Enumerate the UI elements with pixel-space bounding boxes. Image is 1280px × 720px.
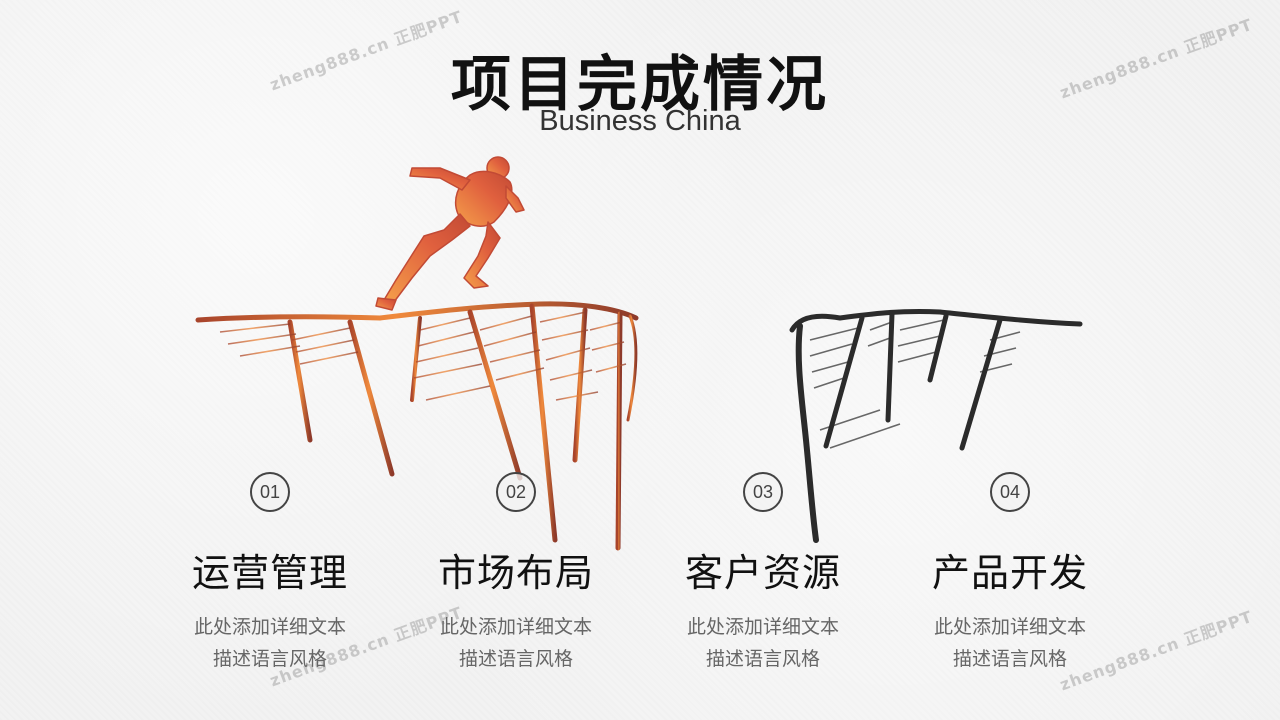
item-title: 客户资源 [684, 551, 841, 595]
item-title: 产品开发 [931, 551, 1088, 595]
item-description-line: 描述语言风格 [952, 648, 1067, 670]
item-description-line: 描述语言风格 [705, 648, 820, 670]
item-description: 此处添加详细文本 描述语言风格 [406, 611, 626, 675]
item-description: 此处添加详细文本 描述语言风格 [653, 611, 873, 675]
item-description-line: 描述语言风格 [212, 648, 327, 670]
right-cliff-hatching [809, 319, 1021, 449]
item-description: 此处添加详细文本 描述语言风格 [160, 611, 380, 675]
item-title: 运营管理 [191, 551, 348, 595]
item-description-line: 此处添加详细文本 [193, 616, 346, 638]
item-number-badge: 03 [743, 472, 783, 512]
item-description-line: 此处添加详细文本 [439, 616, 592, 638]
item-market: 02 市场布局 此处添加详细文本 描述语言风格 [406, 472, 626, 675]
item-number-badge: 04 [990, 472, 1030, 512]
item-description-line: 描述语言风格 [458, 648, 573, 670]
item-customers: 03 客户资源 此处添加详细文本 描述语言风格 [653, 472, 873, 675]
slide-subtitle: Business China [539, 105, 741, 137]
item-description-line: 此处添加详细文本 [686, 616, 839, 638]
item-number-badge: 01 [250, 472, 290, 512]
item-title: 市场布局 [437, 551, 594, 595]
item-product: 04 产品开发 此处添加详细文本 描述语言风格 [900, 472, 1120, 675]
slide-title: 项目完成情况 [451, 50, 829, 120]
item-operations: 01 运营管理 此处添加详细文本 描述语言风格 [160, 472, 380, 675]
runner-figure [375, 156, 525, 311]
item-number-badge: 02 [496, 472, 536, 512]
item-description: 此处添加详细文本 描述语言风格 [900, 611, 1120, 675]
left-cliff [195, 301, 639, 551]
left-cliff-hatching [219, 311, 627, 401]
item-description-line: 此处添加详细文本 [933, 616, 1086, 638]
right-cliff [789, 308, 1083, 543]
